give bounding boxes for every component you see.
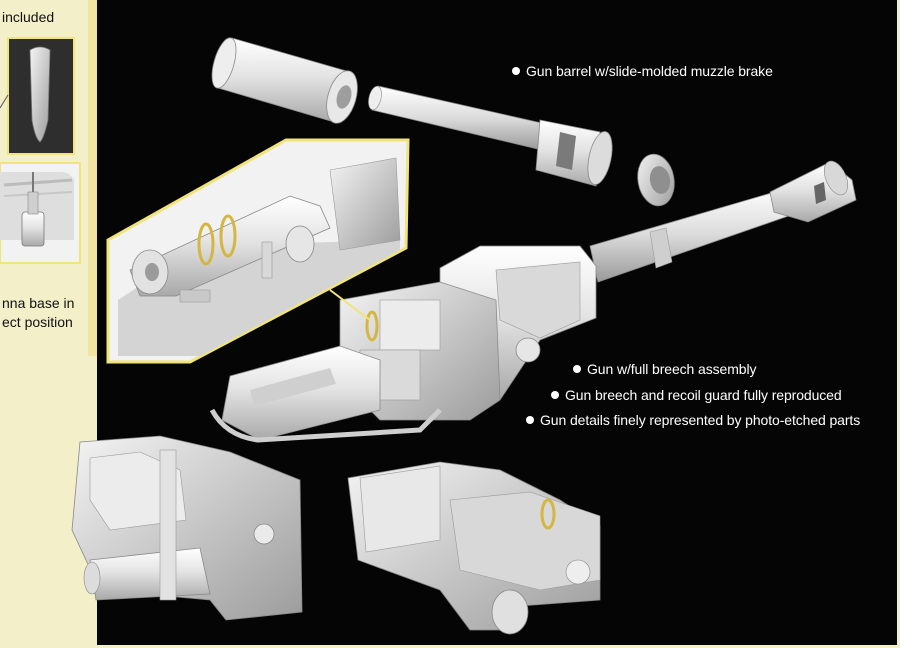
breech-rear-view	[71, 435, 303, 621]
bullet-icon	[573, 365, 581, 373]
breech-detail-inset	[106, 138, 410, 364]
antenna-mount-part	[29, 46, 51, 143]
antenna-caption-line2: ect position	[2, 314, 73, 330]
antenna-caption-line1: nna base in	[2, 295, 75, 311]
barrel-parts-exploded	[211, 37, 675, 207]
breech-side-view	[347, 461, 601, 635]
photo-etch-ring	[365, 310, 379, 342]
callout-barrel: Gun barrel w/slide-molded muzzle brake	[512, 63, 773, 80]
callout-breech-assembly: Gun w/full breech assembly	[573, 361, 756, 378]
included-text: included	[2, 9, 55, 25]
left-info-panel	[0, 0, 97, 356]
callout-photo-etched: Gun details finely represented by photo-…	[526, 412, 860, 429]
bullet-icon	[512, 67, 520, 75]
assembled-gun	[209, 160, 857, 443]
callout-recoil-guard: Gun breech and recoil guard fully reprod…	[551, 387, 842, 404]
bullet-icon	[551, 391, 559, 399]
bullet-icon	[526, 416, 534, 424]
